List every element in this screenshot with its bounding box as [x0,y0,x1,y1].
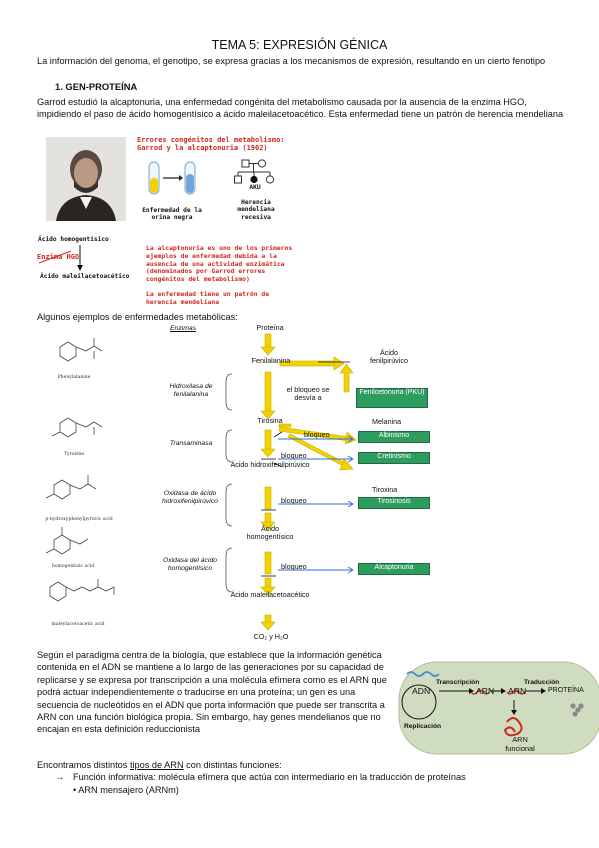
enzymes-header: Enzimas [170,325,197,332]
intro-paragraph: La información del genoma, el genotipo, … [37,56,546,66]
pathway-arrow [75,245,85,276]
figure-red-text-1: La alcaptonuria es uno de los primeros e… [146,244,293,284]
figure-red-text-2: La enfermedad tiene un patrón de herenci… [146,290,270,306]
metabolic-pathway-diagram [150,322,440,647]
examples-label: Algunos ejemplos de enfermedades metaból… [37,312,238,322]
enzyme-oxidasa-homogentisico: Oxidasa del ácido homogentísico [162,557,218,572]
chem-name-maleylacetoacetic: maleylacetoacetic acid [51,622,105,627]
block-label-1: bloqueo [304,430,330,439]
arn-types-line: Encontramos distintos tipos de ARN con d… [37,759,282,771]
dogma-adn: ADN [412,686,431,696]
chem-name-homogentisic: homogentisic acid [51,564,95,569]
enzyme-cross [38,250,72,269]
bullet-arrow: → [55,772,65,782]
pathway-bottom: Ácido maleilacetoacético [40,273,130,280]
tube-caption: Enfermedad de la orina negra [142,207,202,222]
dogma-traduccion: Traducción [524,679,560,686]
product-tiroxina: Tiroxina [372,485,398,494]
block-label-3: bloqueo [281,496,307,505]
dogma-proteina: PROTEÍNA [548,687,584,694]
bullet-arnm: • ARN mensajero (ARNm) [73,785,179,795]
molecule-maleilacetoacetico: Ácido maleilacetoacético [230,590,310,599]
test-tubes-illustration [143,160,203,203]
pathway-enzyme: Enzima HGO [37,253,80,261]
arn-types-link: tipos de ARN [129,760,184,770]
enzyme-hidroxilasa: Hidroxilasa de fenilalanina [169,383,213,398]
disease-tirosinosis: Tirosinosis [358,497,430,509]
pedigree-diagram [232,158,278,211]
dogma-arn-2: ARN [508,686,527,696]
chem-name-tyrosine: Tyrosine [63,452,85,457]
chemical-structures [40,335,132,640]
bullet-informativa: Función informativa: molécula efímera qu… [73,772,466,782]
molecule-co2-h2o: CO₂ y H₂O [253,632,289,641]
chem-name-hpp: p-hydroxyphenylpyruvic acid [45,517,113,522]
dogma-replicacion: Replicación [404,723,442,730]
molecule-tirosina: Tirosina [257,416,283,425]
product-melanina: Melanina [372,417,402,426]
molecule-fenilalanina: Fenilalanina [251,356,291,365]
dogma-arn-funcional: ARN funcional [505,735,535,753]
arn-types-before: Encontramos distintos [37,760,130,770]
block-label-2: bloqueo [281,451,307,460]
pedigree-label: AKU [249,184,261,191]
central-dogma-diagram [397,660,599,757]
block-label-4: bloqueo [281,562,307,571]
section-paragraph: Garrod estudió la alcaptonuria, una enfe… [37,97,564,120]
detour-label: el bloqueo se desvía a [286,385,330,403]
page-title: TEMA 5: EXPRESIÓN GÉNICA [211,38,388,52]
figure-red-title-2: Garrod y la alcaptonuria (1902) [137,144,268,153]
molecule-hidroxifenilpiruvico: Ácido hidroxifenilpirúvico [230,460,310,469]
section-heading: 1. GEN-PROTEÍNA [55,81,138,92]
pedigree-caption: Herencia mendeliana recesiva [237,199,275,221]
disease-alcaptonuria: Alcaptonuria [358,563,430,575]
figure-red-title-1: Errores congénitos del metabolismo: [137,136,285,144]
enzyme-transaminasa: Transaminasa [169,440,213,447]
dogma-transcripcion: Transcripción [436,679,480,686]
disease-cretinismo: Cretinismo [358,452,430,464]
dogma-arn-1: ARN [476,686,495,696]
molecule-homogentisico: Ácido homogentísico [246,524,294,542]
arn-types-after: con distintas funciones: [183,760,282,770]
disease-pku: Fenilcetonuria (PKU) [356,388,428,408]
garrod-portrait [46,137,126,221]
chem-name-phenylalanine: Phenylalanine [57,375,91,380]
molecule-proteina: Proteína [256,323,284,332]
enzyme-oxidasa-hpp: Oxidasa de ácido hidroxifenilpirúvico [162,490,218,505]
disease-albinismo: Albinismo [358,431,430,443]
pathway-top: Ácido homogentísico [38,236,109,243]
central-dogma-paragraph: Según el paradigma centra de la biología… [37,650,387,735]
product-fenilpiruvico: Ácido fenilpirúvico [370,348,408,366]
